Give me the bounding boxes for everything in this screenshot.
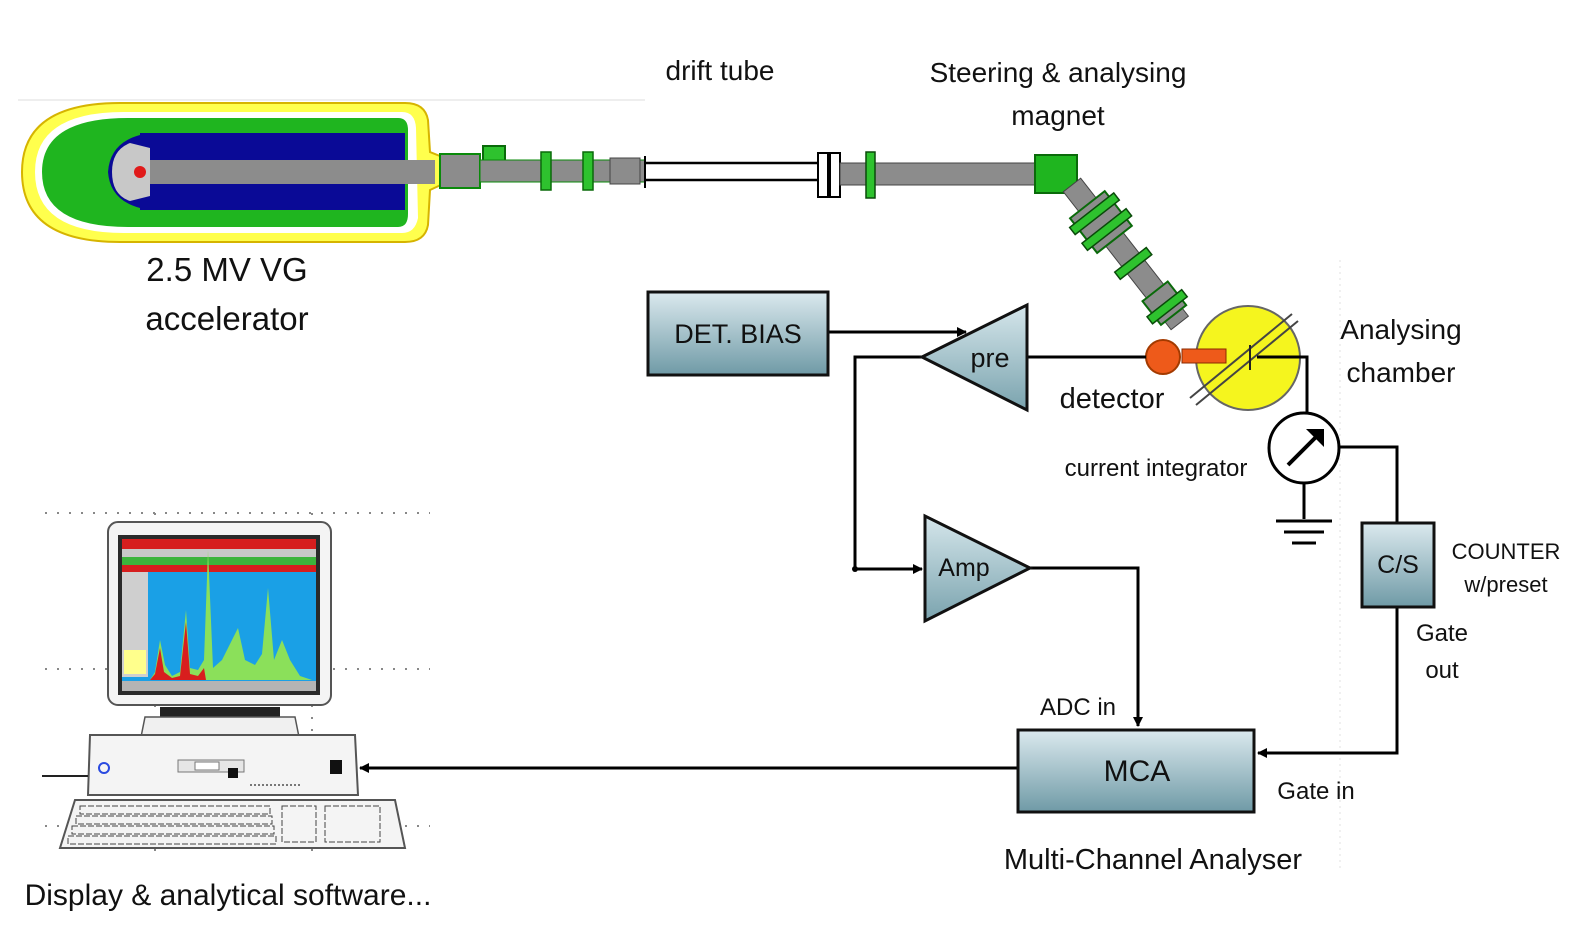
det-bias-box: DET. BIAS: [646, 290, 830, 377]
magnet-label-line1: Steering & analysing: [930, 57, 1187, 88]
mca-label: MCA: [1104, 755, 1171, 788]
counter-label: C/S: [1377, 551, 1419, 579]
mca-caption: Multi-Channel Analyser: [1004, 844, 1303, 876]
ion-source-icon: [134, 166, 146, 178]
ground-icon: [1276, 519, 1332, 545]
display-caption: Display & analytical software...: [25, 879, 432, 912]
adc-in-label: ADC in: [1040, 694, 1116, 721]
gate-out-label-line1: Gate: [1416, 620, 1468, 647]
amp-triangle: Amp: [923, 513, 1034, 624]
gate-in-label: Gate in: [1277, 778, 1354, 805]
beamline: [439, 145, 1190, 331]
current-integrator-meter-icon: [1267, 411, 1341, 485]
amp-label: Amp: [938, 554, 989, 582]
preamp-triangle: pre: [918, 302, 1029, 413]
accelerator-label-line2: accelerator: [145, 300, 308, 337]
detector-icon: [1145, 339, 1181, 375]
counter-caption-line1: COUNTER: [1452, 539, 1561, 564]
accelerator: [20, 102, 446, 243]
chamber-label-line2: chamber: [1347, 357, 1456, 388]
computer-workstation: [42, 512, 430, 860]
analysing-chamber: [1181, 305, 1301, 411]
detector-label: detector: [1060, 383, 1165, 415]
signal-wires: [359, 327, 1399, 773]
counter-box: C/S: [1360, 521, 1436, 609]
current-integrator-label: current integrator: [1065, 455, 1248, 482]
counter-caption-line2: w/preset: [1463, 572, 1547, 597]
spectrum-green: [150, 550, 312, 680]
spectrum-red: [150, 622, 206, 680]
accelerator-label-line1: 2.5 MV VG: [146, 251, 307, 288]
mca-box: MCA: [1016, 728, 1256, 814]
magnet-label-line2: magnet: [1011, 100, 1105, 131]
preamp-label: pre: [970, 343, 1009, 373]
drift-tube: [644, 156, 820, 188]
det-bias-label: DET. BIAS: [674, 319, 802, 349]
chamber-label-line1: Analysing: [1340, 314, 1461, 345]
gate-out-label-line2: out: [1425, 657, 1459, 684]
drift-tube-label: drift tube: [666, 55, 775, 86]
